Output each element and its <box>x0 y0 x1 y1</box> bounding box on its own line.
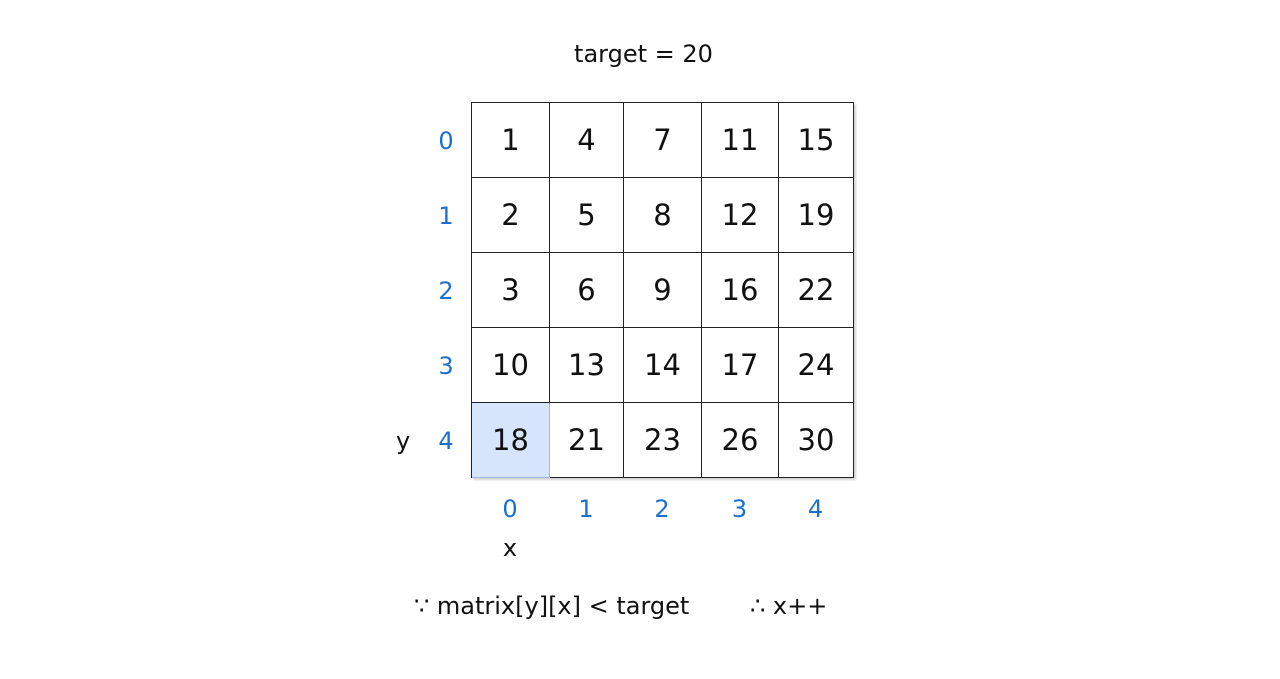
matrix-cell-0-1: 4 <box>550 103 624 178</box>
col-index-3: 3 <box>731 495 748 523</box>
y-axis-label: y <box>396 427 411 455</box>
matrix-cell-2-4: 22 <box>779 253 854 328</box>
row-index-2: 2 <box>438 277 454 305</box>
row-index-0: 0 <box>438 127 454 155</box>
row-index-1: 1 <box>438 202 454 230</box>
col-index-4: 4 <box>807 495 824 523</box>
row-index-3: 3 <box>438 352 454 380</box>
matrix-cell-3-2: 14 <box>624 328 702 403</box>
matrix-cell-1-0: 2 <box>472 178 550 253</box>
conclusion-text: ∴ x++ <box>750 592 828 620</box>
matrix-cell-3-1: 13 <box>550 328 624 403</box>
matrix-cell-3-4: 24 <box>779 328 854 403</box>
x-axis-label: x <box>502 534 518 562</box>
matrix-cell-2-2: 9 <box>624 253 702 328</box>
matrix-cell-1-3: 12 <box>702 178 779 253</box>
matrix-cell-2-1: 6 <box>550 253 624 328</box>
matrix-cell-0-4: 15 <box>779 103 854 178</box>
col-index-0: 0 <box>502 495 518 523</box>
matrix-cell-1-1: 5 <box>550 178 624 253</box>
matrix-cell-4-2: 23 <box>624 403 702 478</box>
matrix-cell-4-4: 30 <box>779 403 854 478</box>
matrix-cell-4-3: 26 <box>702 403 779 478</box>
matrix-cell-2-0: 3 <box>472 253 550 328</box>
col-index-2: 2 <box>654 495 670 523</box>
matrix-cell-0-0: 1 <box>472 103 550 178</box>
matrix-cell-4-0: 18 <box>472 403 550 478</box>
matrix-cell-1-2: 8 <box>624 178 702 253</box>
row-index-4: 4 <box>438 427 454 455</box>
col-index-1: 1 <box>578 495 594 523</box>
matrix-cell-3-0: 10 <box>472 328 550 403</box>
matrix-cell-2-3: 16 <box>702 253 779 328</box>
matrix-cell-1-4: 19 <box>779 178 854 253</box>
target-title: target = 20 <box>574 40 713 68</box>
condition-text: ∵ matrix[y][x] < target <box>414 592 690 620</box>
matrix-cell-4-1: 21 <box>550 403 624 478</box>
matrix-cell-0-2: 7 <box>624 103 702 178</box>
matrix-cell-3-3: 17 <box>702 328 779 403</box>
matrix-cell-0-3: 11 <box>702 103 779 178</box>
